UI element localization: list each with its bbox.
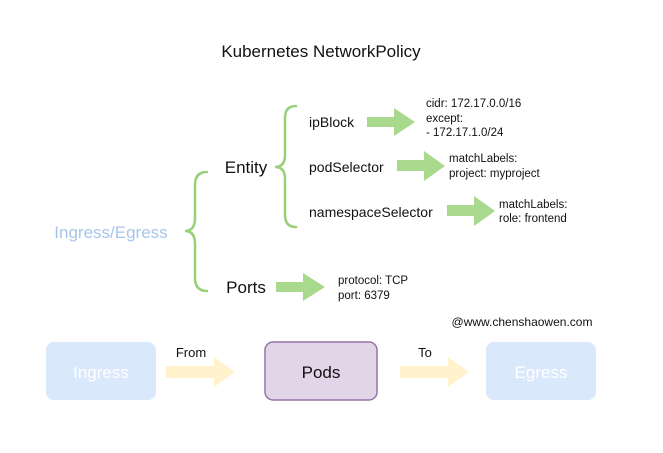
ports-arrow bbox=[276, 273, 325, 301]
ingress-box-label: Ingress bbox=[73, 363, 129, 382]
pods-box bbox=[264, 341, 378, 401]
entity-label: Entity bbox=[225, 158, 268, 177]
entity-item-podselector-label: podSelector bbox=[309, 159, 384, 175]
ipblock-arrow bbox=[367, 108, 415, 136]
ports-detail-1: port: 6379 bbox=[338, 290, 390, 302]
ipblock-detail-2: - 172.17.1.0/24 bbox=[426, 127, 504, 139]
namespaceselector-detail-1: role: frontend bbox=[499, 213, 567, 225]
podselector-detail-1: project: myproject bbox=[449, 168, 541, 180]
ingress-box bbox=[46, 342, 156, 400]
ports-detail-0: protocol: TCP bbox=[338, 275, 408, 287]
egress-box bbox=[486, 342, 596, 400]
root-brace bbox=[184, 170, 209, 293]
entity-brace bbox=[274, 104, 298, 229]
watermark: @www.chenshaowen.com bbox=[452, 315, 593, 329]
podselector-detail-0: matchLabels: bbox=[449, 153, 517, 165]
to-arrow bbox=[400, 357, 469, 387]
namespaceselector-arrow bbox=[447, 196, 495, 226]
to-label: To bbox=[418, 345, 432, 360]
entity-item-ipblock-label: ipBlock bbox=[309, 114, 355, 130]
namespaceselector-detail-0: matchLabels: bbox=[499, 199, 567, 211]
pods-box-label: Pods bbox=[302, 363, 341, 382]
entity-item-namespaceselector-label: namespaceSelector bbox=[309, 204, 433, 220]
ports-label: Ports bbox=[226, 278, 266, 297]
from-arrow bbox=[166, 357, 235, 387]
diagram-title: Kubernetes NetworkPolicy bbox=[221, 42, 421, 61]
from-label: From bbox=[176, 345, 206, 360]
ipblock-detail-0: cidr: 172.17.0.0/16 bbox=[426, 98, 521, 110]
root-label: Ingress/Egress bbox=[54, 223, 167, 242]
podselector-arrow bbox=[397, 151, 445, 181]
egress-box-label: Egress bbox=[515, 363, 568, 382]
ipblock-detail-1: except: bbox=[426, 113, 463, 125]
